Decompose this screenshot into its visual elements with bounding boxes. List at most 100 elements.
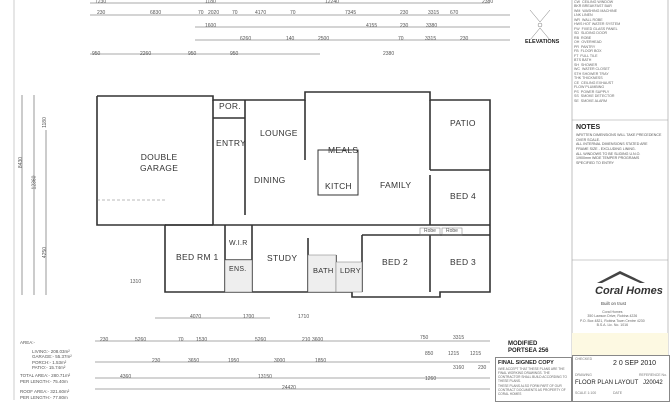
room-double-garage: DOUBLE GARAGE	[140, 152, 179, 174]
dimension: 230	[400, 10, 409, 16]
dimension: 950	[92, 51, 101, 57]
dimension: 2500	[318, 36, 330, 42]
dimension: 3160	[453, 365, 465, 371]
modified-label: MODIFIED	[508, 341, 538, 347]
room-wir: W.I.R	[229, 240, 248, 247]
area-table: LIVING:- 208.03m² GARAGE:- 55.37m² PORCH…	[32, 349, 72, 371]
dimension: 4070	[190, 314, 202, 320]
area-row: PORCH:- 1.53m²	[32, 359, 67, 365]
dimension: 950	[188, 51, 197, 57]
dimension: 1215	[470, 351, 482, 357]
dimension: 8430	[18, 156, 25, 169]
company-name: Coral Homes	[595, 285, 663, 297]
reference-label: REFERENCE No.	[639, 373, 668, 377]
dimension: 3000	[274, 358, 286, 364]
title-block: CHECKED 2 0 SEP 2010 DRAWING FLOOR PLAN …	[572, 355, 670, 402]
room-dining: DINING	[254, 175, 286, 185]
dimension: 3380	[426, 23, 438, 29]
dimension: 3600	[312, 337, 324, 343]
room-bed1: BED RM 1	[176, 252, 219, 262]
robe-label: Robe	[424, 228, 436, 234]
dimension: 2380	[482, 0, 494, 5]
dimension: 70	[290, 10, 296, 16]
dimension: 70	[398, 36, 404, 42]
dimension: 70	[178, 337, 184, 343]
room-meals: MEALS	[328, 145, 359, 155]
dimension: 24420	[282, 385, 296, 391]
area-row: GARAGE:- 55.37m²	[32, 354, 72, 360]
total-area: TOTAL AREA:- 280.71m²	[20, 373, 71, 378]
copyright-text: THESE PLANS ALSO FORM PART OF OUR CONTRA…	[498, 384, 566, 397]
room-patio: PATIO	[450, 118, 476, 128]
dimension: 670	[450, 10, 459, 16]
reference-number: J20042	[643, 380, 663, 386]
dimension: 13150	[258, 374, 272, 380]
company-address: Coral Homes 350 Lawson Drive, Robina 422…	[580, 310, 645, 328]
dimension: 6830	[150, 10, 162, 16]
dimension: 750	[420, 335, 429, 341]
dimension: 1710	[298, 314, 310, 320]
dimension: 230	[460, 36, 469, 42]
dimension: 1850	[315, 358, 327, 364]
roof-area: ROOF AREA:- 321.60m²	[20, 389, 70, 394]
dimension: 5260	[255, 337, 267, 343]
dimension: 3650	[188, 358, 200, 364]
dimension: 4155	[366, 23, 378, 29]
dimension: 6260	[240, 36, 252, 42]
dimension: 850	[425, 351, 434, 357]
dimension: 1180	[205, 0, 216, 5]
room-lounge: LOUNGE	[260, 128, 298, 138]
dimension: 1215	[448, 351, 460, 357]
dimension: 4250	[42, 246, 49, 259]
area-row: PATIO:- 15.74m²	[32, 365, 66, 371]
room-family: FAMILY	[380, 180, 412, 190]
room-bath: BATH	[313, 266, 334, 275]
room-study: STUDY	[267, 253, 298, 263]
final-signed-box: FINAL SIGNED COPY I/WE ACCEPT THAT THESE…	[495, 357, 572, 402]
dimension: 1950	[228, 358, 240, 364]
notes-text: WRITTEN DIMENSIONS WILL TAKE PRECEDENCE …	[576, 133, 662, 166]
dimension: 1260	[425, 376, 437, 382]
dimension: 950	[230, 51, 239, 57]
dimension: 1700	[243, 314, 255, 320]
dimension: 7345	[345, 10, 357, 16]
dimension: 3315	[453, 335, 465, 341]
dimension: 230	[97, 10, 106, 16]
drawing-title: FLOOR PLAN LAYOUT	[575, 380, 639, 386]
dimension: 1310	[130, 279, 142, 285]
dimension: 2260	[140, 51, 152, 57]
dimension: 140	[286, 36, 295, 42]
dimension: 70	[232, 10, 238, 16]
room-porch: POR.	[219, 101, 241, 111]
per-length: PER LENGTH:- 75.40m	[20, 379, 68, 384]
abbreviation-legend: CW CEILING WINDOW BKR BREAKFAST BAR WM W…	[574, 0, 621, 103]
scale-label: SCALE 1:100	[575, 391, 597, 395]
room-bed3: BED 3	[450, 257, 477, 267]
dimension: 4170	[255, 10, 267, 16]
room-entry: ENTRY	[216, 138, 247, 148]
notes-heading: NOTES	[576, 124, 601, 131]
area-row: LIVING:- 208.03m²	[32, 349, 70, 354]
dimension: 2380	[383, 51, 395, 57]
roof-per-length: PER LENGTH:- 77.80m	[20, 395, 68, 400]
company-tagline: Built on trust	[601, 301, 627, 306]
dimension: 230	[478, 365, 487, 371]
dimension: 2020	[208, 10, 220, 16]
room-ensuite: ENS.	[229, 266, 247, 273]
dimension: 12360	[31, 175, 38, 190]
highlight-box	[572, 333, 668, 355]
dimension: 3315	[425, 36, 437, 42]
dimension: 230	[152, 358, 161, 364]
elevations-label: ELEVATIONS	[525, 39, 560, 45]
dimension: 1530	[196, 337, 208, 343]
signed-date: 2 0 SEP 2010	[613, 360, 657, 367]
final-signed-text: I/WE ACCEPT THAT THESE PLANS ARE THE FIN…	[498, 367, 567, 383]
room-bed4: BED 4	[450, 191, 477, 201]
dimension: 7230	[95, 0, 107, 5]
dimension: 70	[198, 10, 204, 16]
dimension: 1600	[205, 23, 217, 29]
room-laundry: LDRY	[340, 266, 362, 275]
dimension: 4360	[120, 374, 132, 380]
dimension: 3315	[428, 10, 440, 16]
